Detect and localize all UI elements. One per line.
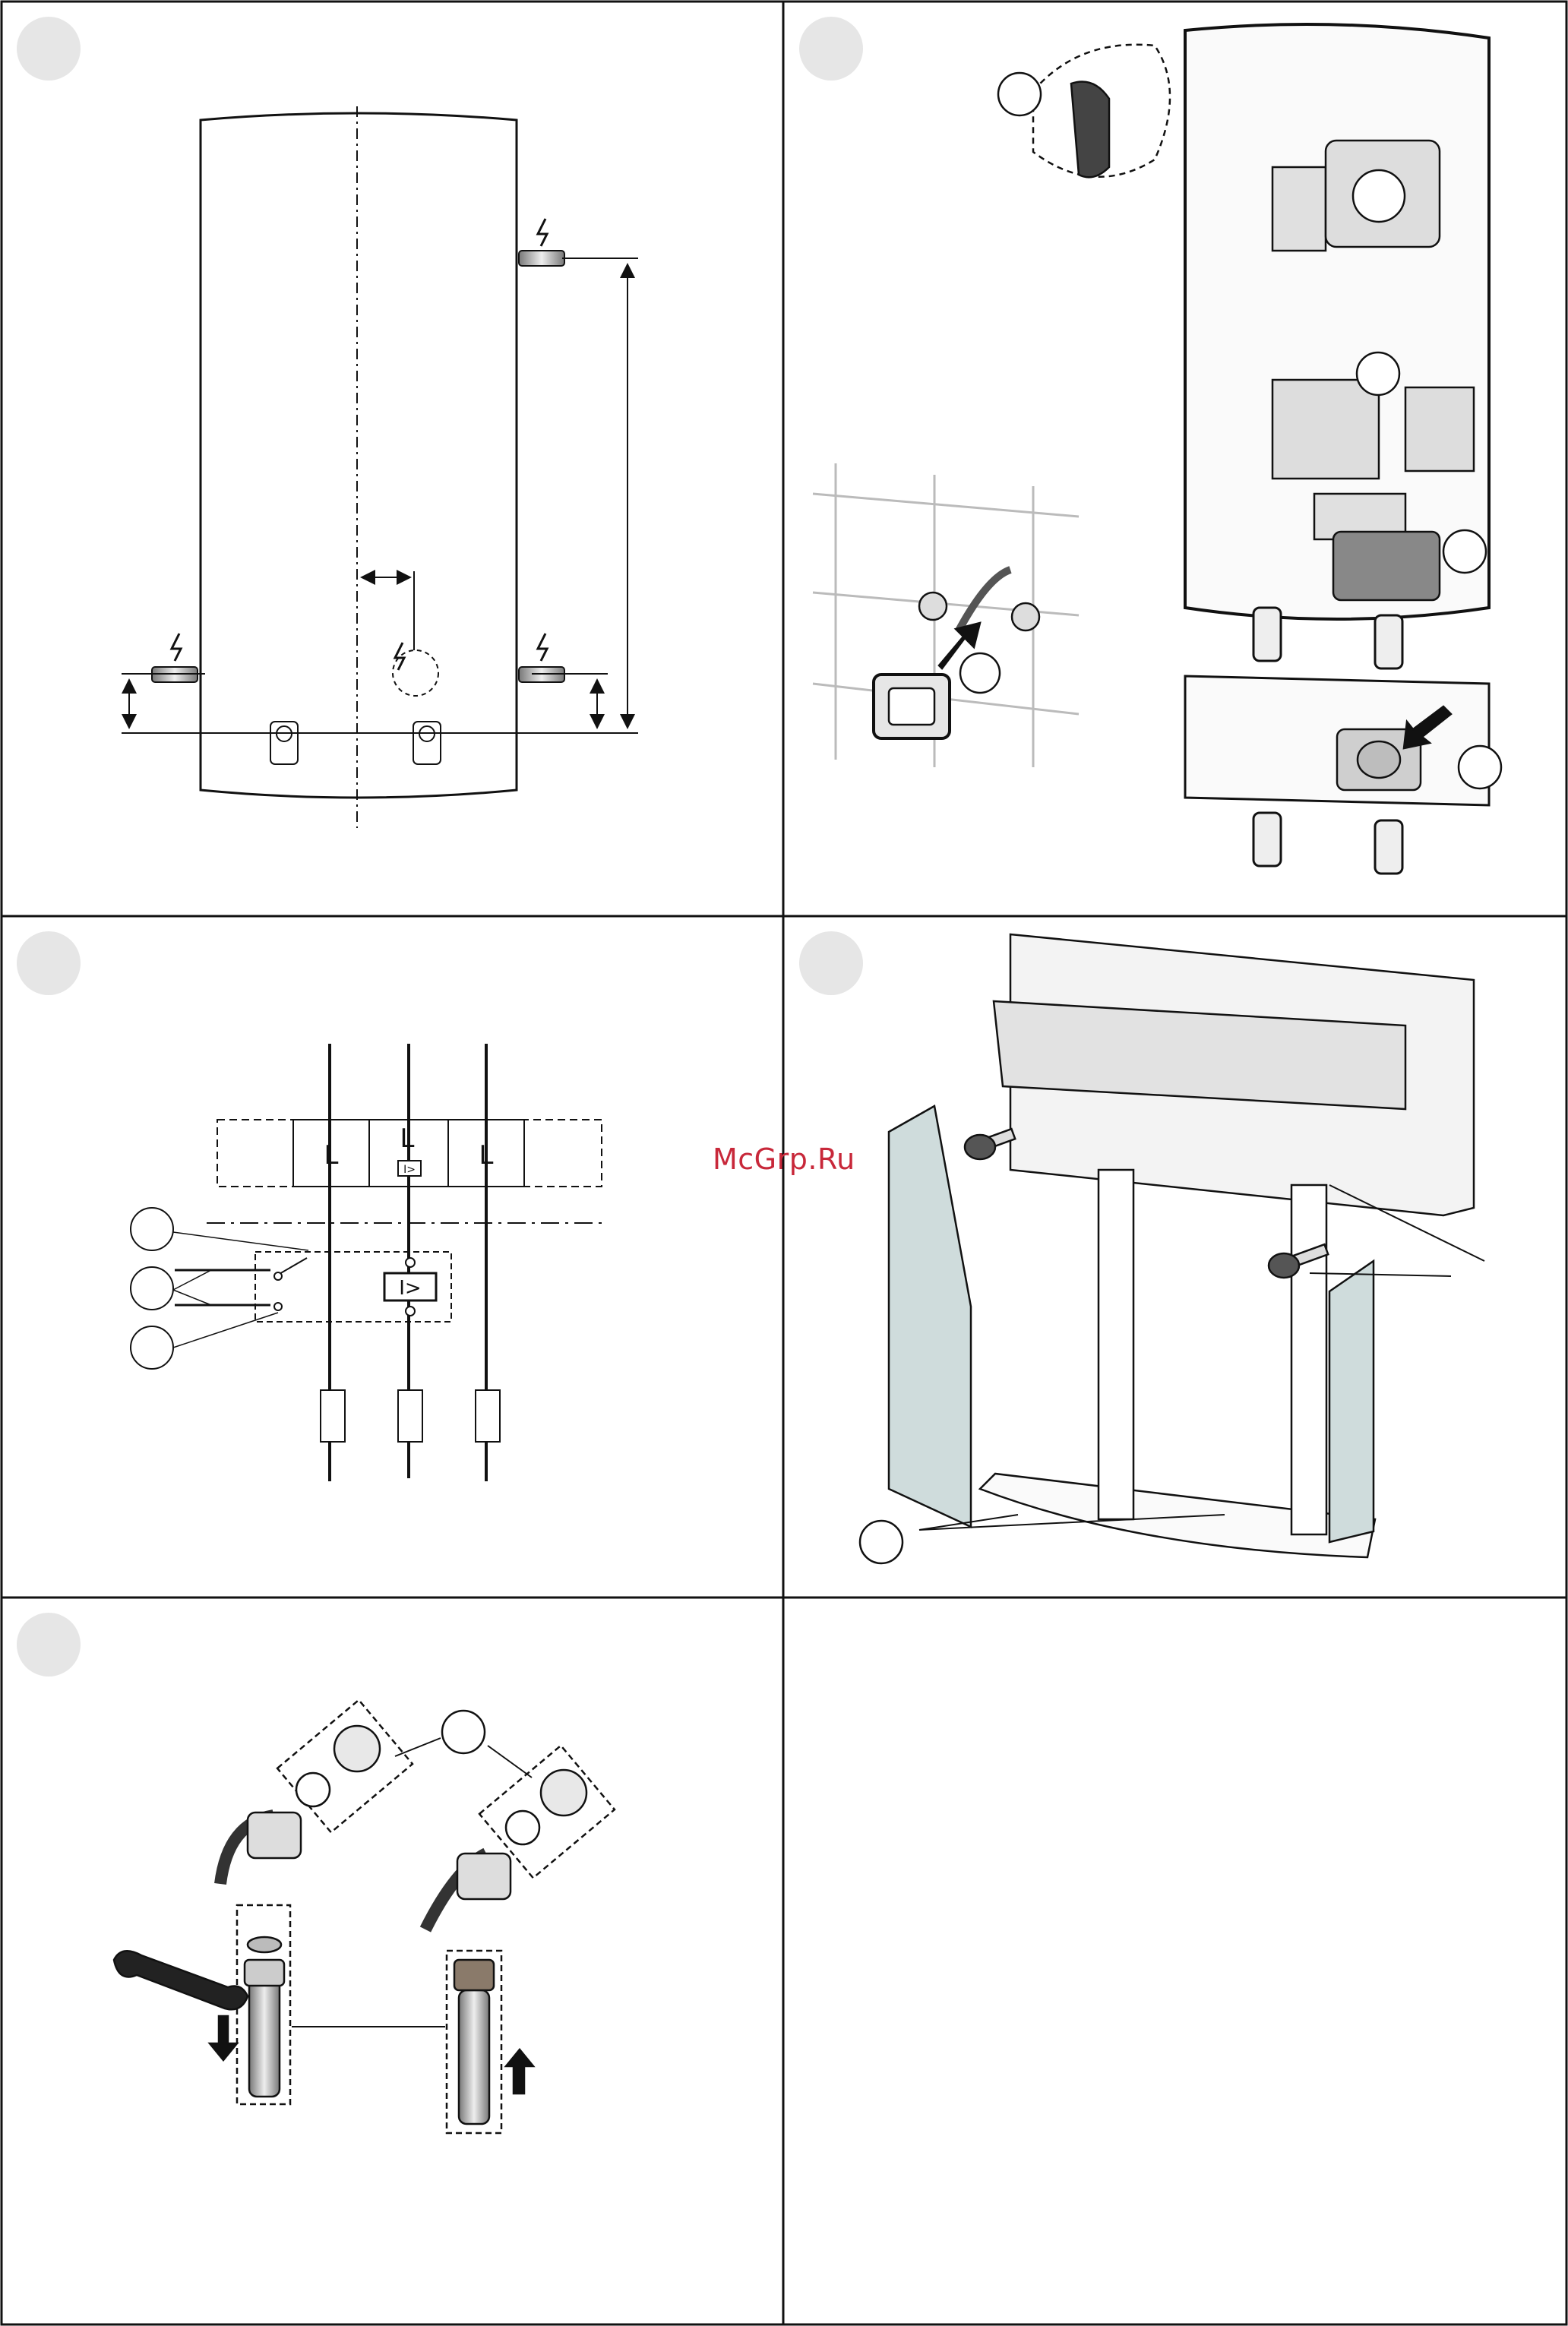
screw-icon: [965, 1129, 1015, 1159]
terminal-label-3: L: [479, 1140, 494, 1171]
electrical-connection-drawing: [813, 24, 1501, 874]
lightning-icon: [538, 634, 547, 661]
connector-right: [459, 1990, 489, 2124]
water-connection-drawing: [114, 1700, 615, 2133]
dimension-drawing: [122, 106, 638, 828]
callout: [442, 1711, 485, 1753]
appliance-outline: [201, 113, 517, 798]
badge-mounting: [799, 931, 863, 995]
callout: [1443, 530, 1486, 573]
callout: [1357, 352, 1399, 395]
callout: [998, 73, 1041, 115]
badge-dimensions: [17, 17, 81, 81]
wall-plug: [1012, 603, 1039, 630]
fitting-left: [248, 1812, 301, 1858]
limiter-symbol: I>: [399, 1277, 421, 1300]
callout: [131, 1208, 173, 1250]
badge-water: [17, 1613, 81, 1677]
badge-wiring: [17, 931, 81, 995]
callout: [860, 1521, 903, 1563]
cable-entry: [1333, 532, 1440, 600]
arrow-down: [210, 2016, 237, 2060]
terminal-block: [1272, 167, 1326, 251]
watermark: McGrp.Ru: [713, 1142, 855, 1176]
callout: [960, 653, 1000, 693]
wall-plug: [919, 593, 947, 620]
plug-group-left: [277, 1700, 413, 1832]
wiring-diagram: [131, 1044, 608, 1481]
callout: [131, 1267, 173, 1310]
fuse-2: [398, 1390, 422, 1442]
pipe-top-right: [519, 251, 564, 266]
arrow-up: [506, 2049, 533, 2094]
lightning-icon: [172, 634, 181, 661]
side-panel-left: [889, 1106, 971, 1527]
limiter-symbol-small: I>: [403, 1164, 416, 1176]
mounting-drawing: [860, 934, 1484, 1563]
cable: [959, 570, 1010, 630]
support-left: [1099, 1170, 1133, 1519]
seal-detail: [1071, 82, 1109, 178]
side-panel-right: [1329, 1261, 1374, 1542]
badge-electrical: [799, 17, 863, 81]
fuse-1: [321, 1390, 345, 1442]
support-right: [1291, 1185, 1326, 1534]
lightning-icon: [538, 219, 547, 246]
wrench-icon: [114, 1951, 248, 2009]
fitting-right: [457, 1854, 511, 1899]
callout: [1459, 746, 1501, 789]
fuse-3: [476, 1390, 500, 1442]
connector-left: [249, 1975, 280, 2097]
terminal-label-1: L: [324, 1140, 339, 1171]
callout: [131, 1326, 173, 1369]
terminal-label-2: L: [400, 1123, 415, 1154]
